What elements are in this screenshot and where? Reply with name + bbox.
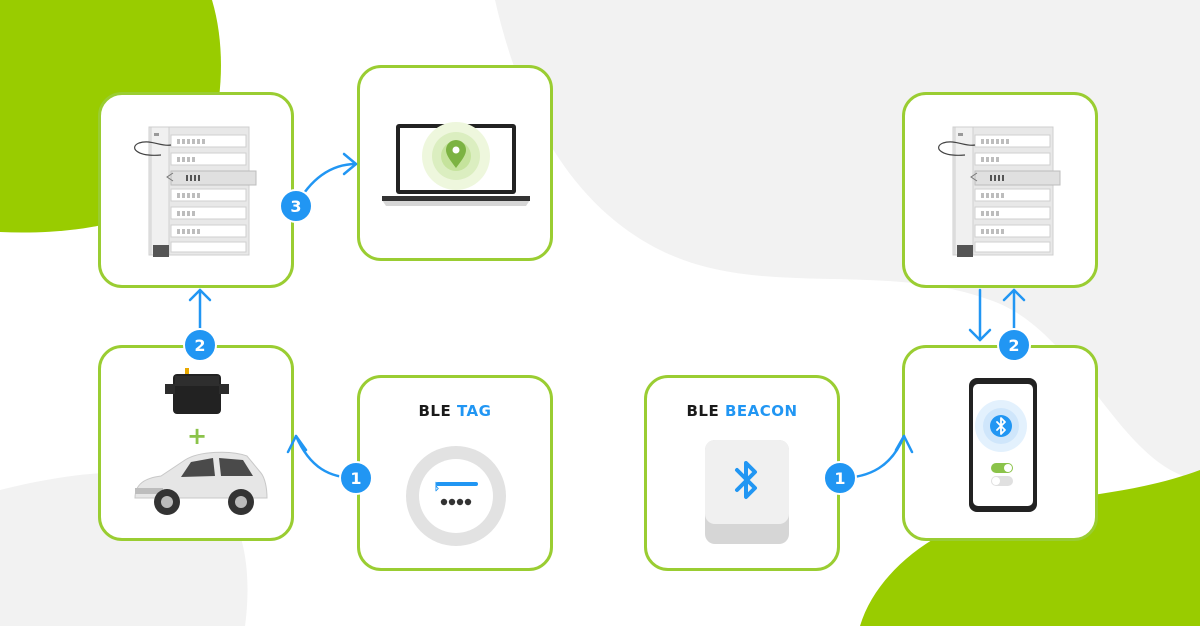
server-card-right [902,92,1098,288]
beacon-device-icon [705,440,789,544]
smartphone-icon [969,378,1037,512]
plus-sign: + [187,422,207,450]
map-pin-icon [446,140,466,168]
ble-beacon-label-word1: BLE [686,402,720,420]
laptop-icon [382,122,530,206]
phone-card [902,345,1098,541]
ble-tag-label-word2: TAG [456,402,492,420]
server-rack-icon-right [938,126,1061,257]
ble-beacon-label-word2: BEACON [724,402,798,420]
ble-beacon-label: BLE BEACON [647,402,837,420]
green-blob-bottom-right [860,470,1200,626]
laptop-card [357,65,553,261]
server-rack-icon [134,126,257,257]
ble-tag-label-word1: BLE [418,402,452,420]
ble-tag-icon: ᛒ [406,446,506,546]
ble-beacon-card: BLE BEACON [644,375,840,571]
bluetooth-icon [735,461,757,499]
server-card-left [98,92,294,288]
toggle-icon [991,463,1013,486]
tracker-car-card: + [98,345,294,541]
tracker-car-illustration: + [134,368,268,515]
car-icon [134,451,268,515]
bluetooth-icon-phone [996,417,1006,435]
ble-tag-card: BLE TAG ᛒ [357,375,553,571]
svg-text:ᛒ: ᛒ [434,481,440,493]
tracker-device-icon [165,368,229,414]
ble-tag-label: BLE TAG [360,402,550,420]
